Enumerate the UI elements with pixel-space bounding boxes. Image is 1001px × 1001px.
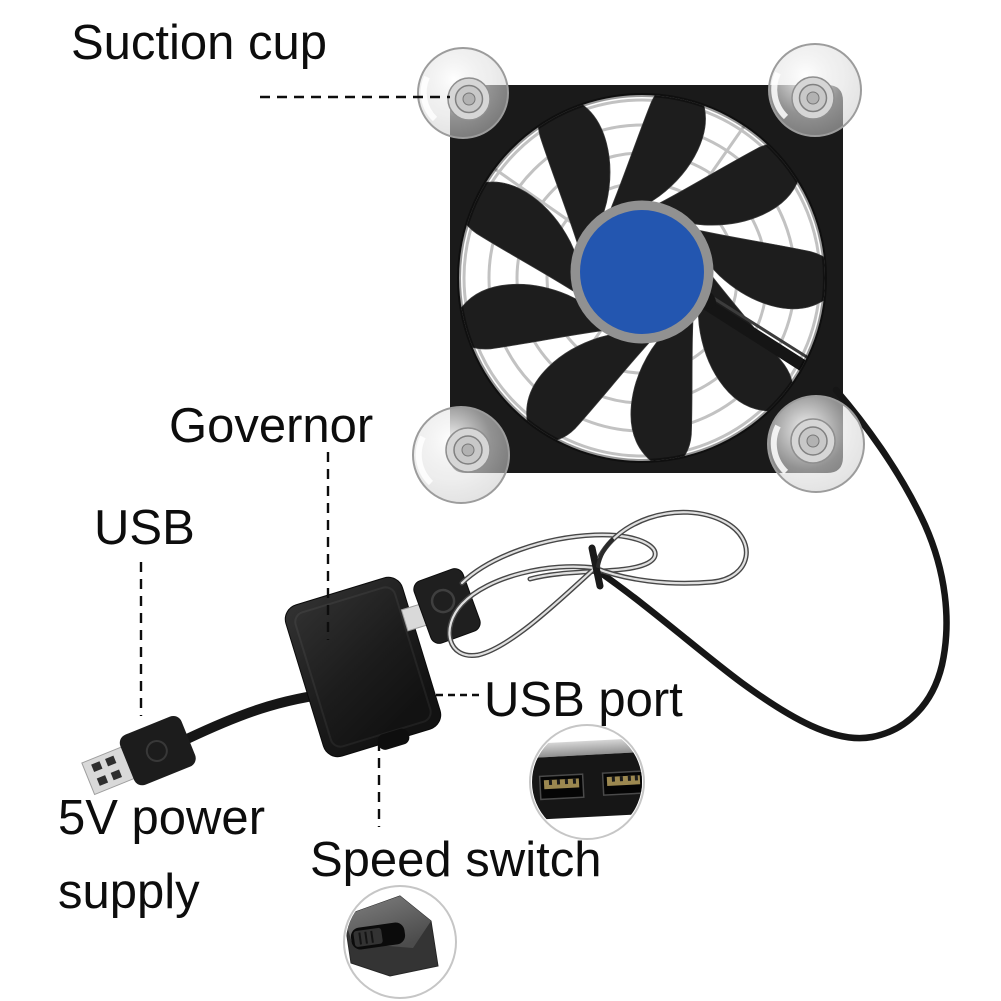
suction-cup-top-right <box>768 43 862 137</box>
bow-tie-knot <box>588 544 604 590</box>
usb-plug <box>81 715 196 796</box>
suction-cup-bottom-right <box>767 395 865 493</box>
speed-switch-inset <box>343 885 457 999</box>
suction-cup-bottom-left <box>412 406 510 504</box>
label-suction-cup: Suction cup <box>71 16 328 70</box>
speed-switch <box>377 728 410 750</box>
label-speed-switch: Speed switch <box>310 833 602 887</box>
fan-cable <box>594 386 950 742</box>
governor-box <box>284 576 442 758</box>
usb-plug-body <box>119 715 196 786</box>
suction-cup-top-left <box>417 47 509 139</box>
label-power-supply-line1: 5V power <box>58 791 266 845</box>
fan-hub <box>570 200 714 344</box>
dual-usb-ports <box>532 737 642 821</box>
usb-port-inset <box>529 724 645 840</box>
cable-bow <box>446 509 749 658</box>
label-usb-port: USB port <box>484 673 683 727</box>
fan-frame-inner-rim <box>457 93 827 463</box>
hub-blue-sticker <box>580 210 704 334</box>
label-power-supply-line2: supply <box>58 865 200 919</box>
label-governor: Governor <box>169 399 374 453</box>
speed-switch-slider <box>350 922 406 950</box>
label-usb: USB <box>94 501 195 555</box>
